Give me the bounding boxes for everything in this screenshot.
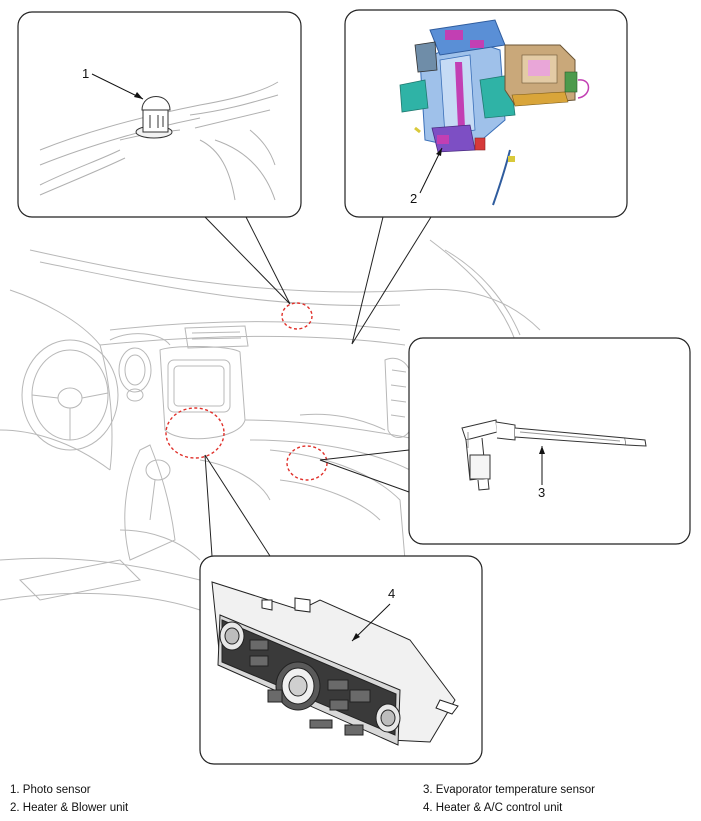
legend-left: 1. Photo sensor 2. Heater & Blower unit xyxy=(10,781,128,817)
callout-number-4: 4 xyxy=(388,586,395,601)
callout-number-2: 2 xyxy=(410,191,417,206)
callout-box-photo-sensor: 1 xyxy=(17,11,302,218)
control-unit-part xyxy=(211,581,459,746)
callout-number-3: 3 xyxy=(538,485,545,500)
legend-item-control-unit: 4. Heater & A/C control unit xyxy=(423,802,563,814)
heater-blower-part xyxy=(399,19,590,206)
legend-right: 3. Evaporator temperature sensor 4. Heat… xyxy=(423,781,595,817)
highlight-photo-sensor xyxy=(281,302,313,330)
leader-lines xyxy=(204,216,432,557)
callout-number-1: 1 xyxy=(82,66,89,81)
callout-box-heater-blower: 2 xyxy=(344,9,628,218)
dashboard-illustration xyxy=(0,239,541,611)
legend-item-photo-sensor: 1. Photo sensor xyxy=(10,784,91,796)
legend-item-evaporator-sensor: 3. Evaporator temperature sensor xyxy=(423,784,595,796)
highlight-evaporator-sensor xyxy=(286,445,328,481)
highlight-control-unit xyxy=(165,407,225,459)
location-highlights xyxy=(165,302,328,481)
legend-item-heater-blower: 2. Heater & Blower unit xyxy=(10,802,129,814)
evaporator-sensor-part xyxy=(461,419,647,491)
callout-box-control-unit: 4 xyxy=(199,555,483,765)
photo-sensor-part xyxy=(135,96,173,139)
callout-box-evaporator-sensor: 3 xyxy=(408,337,691,545)
